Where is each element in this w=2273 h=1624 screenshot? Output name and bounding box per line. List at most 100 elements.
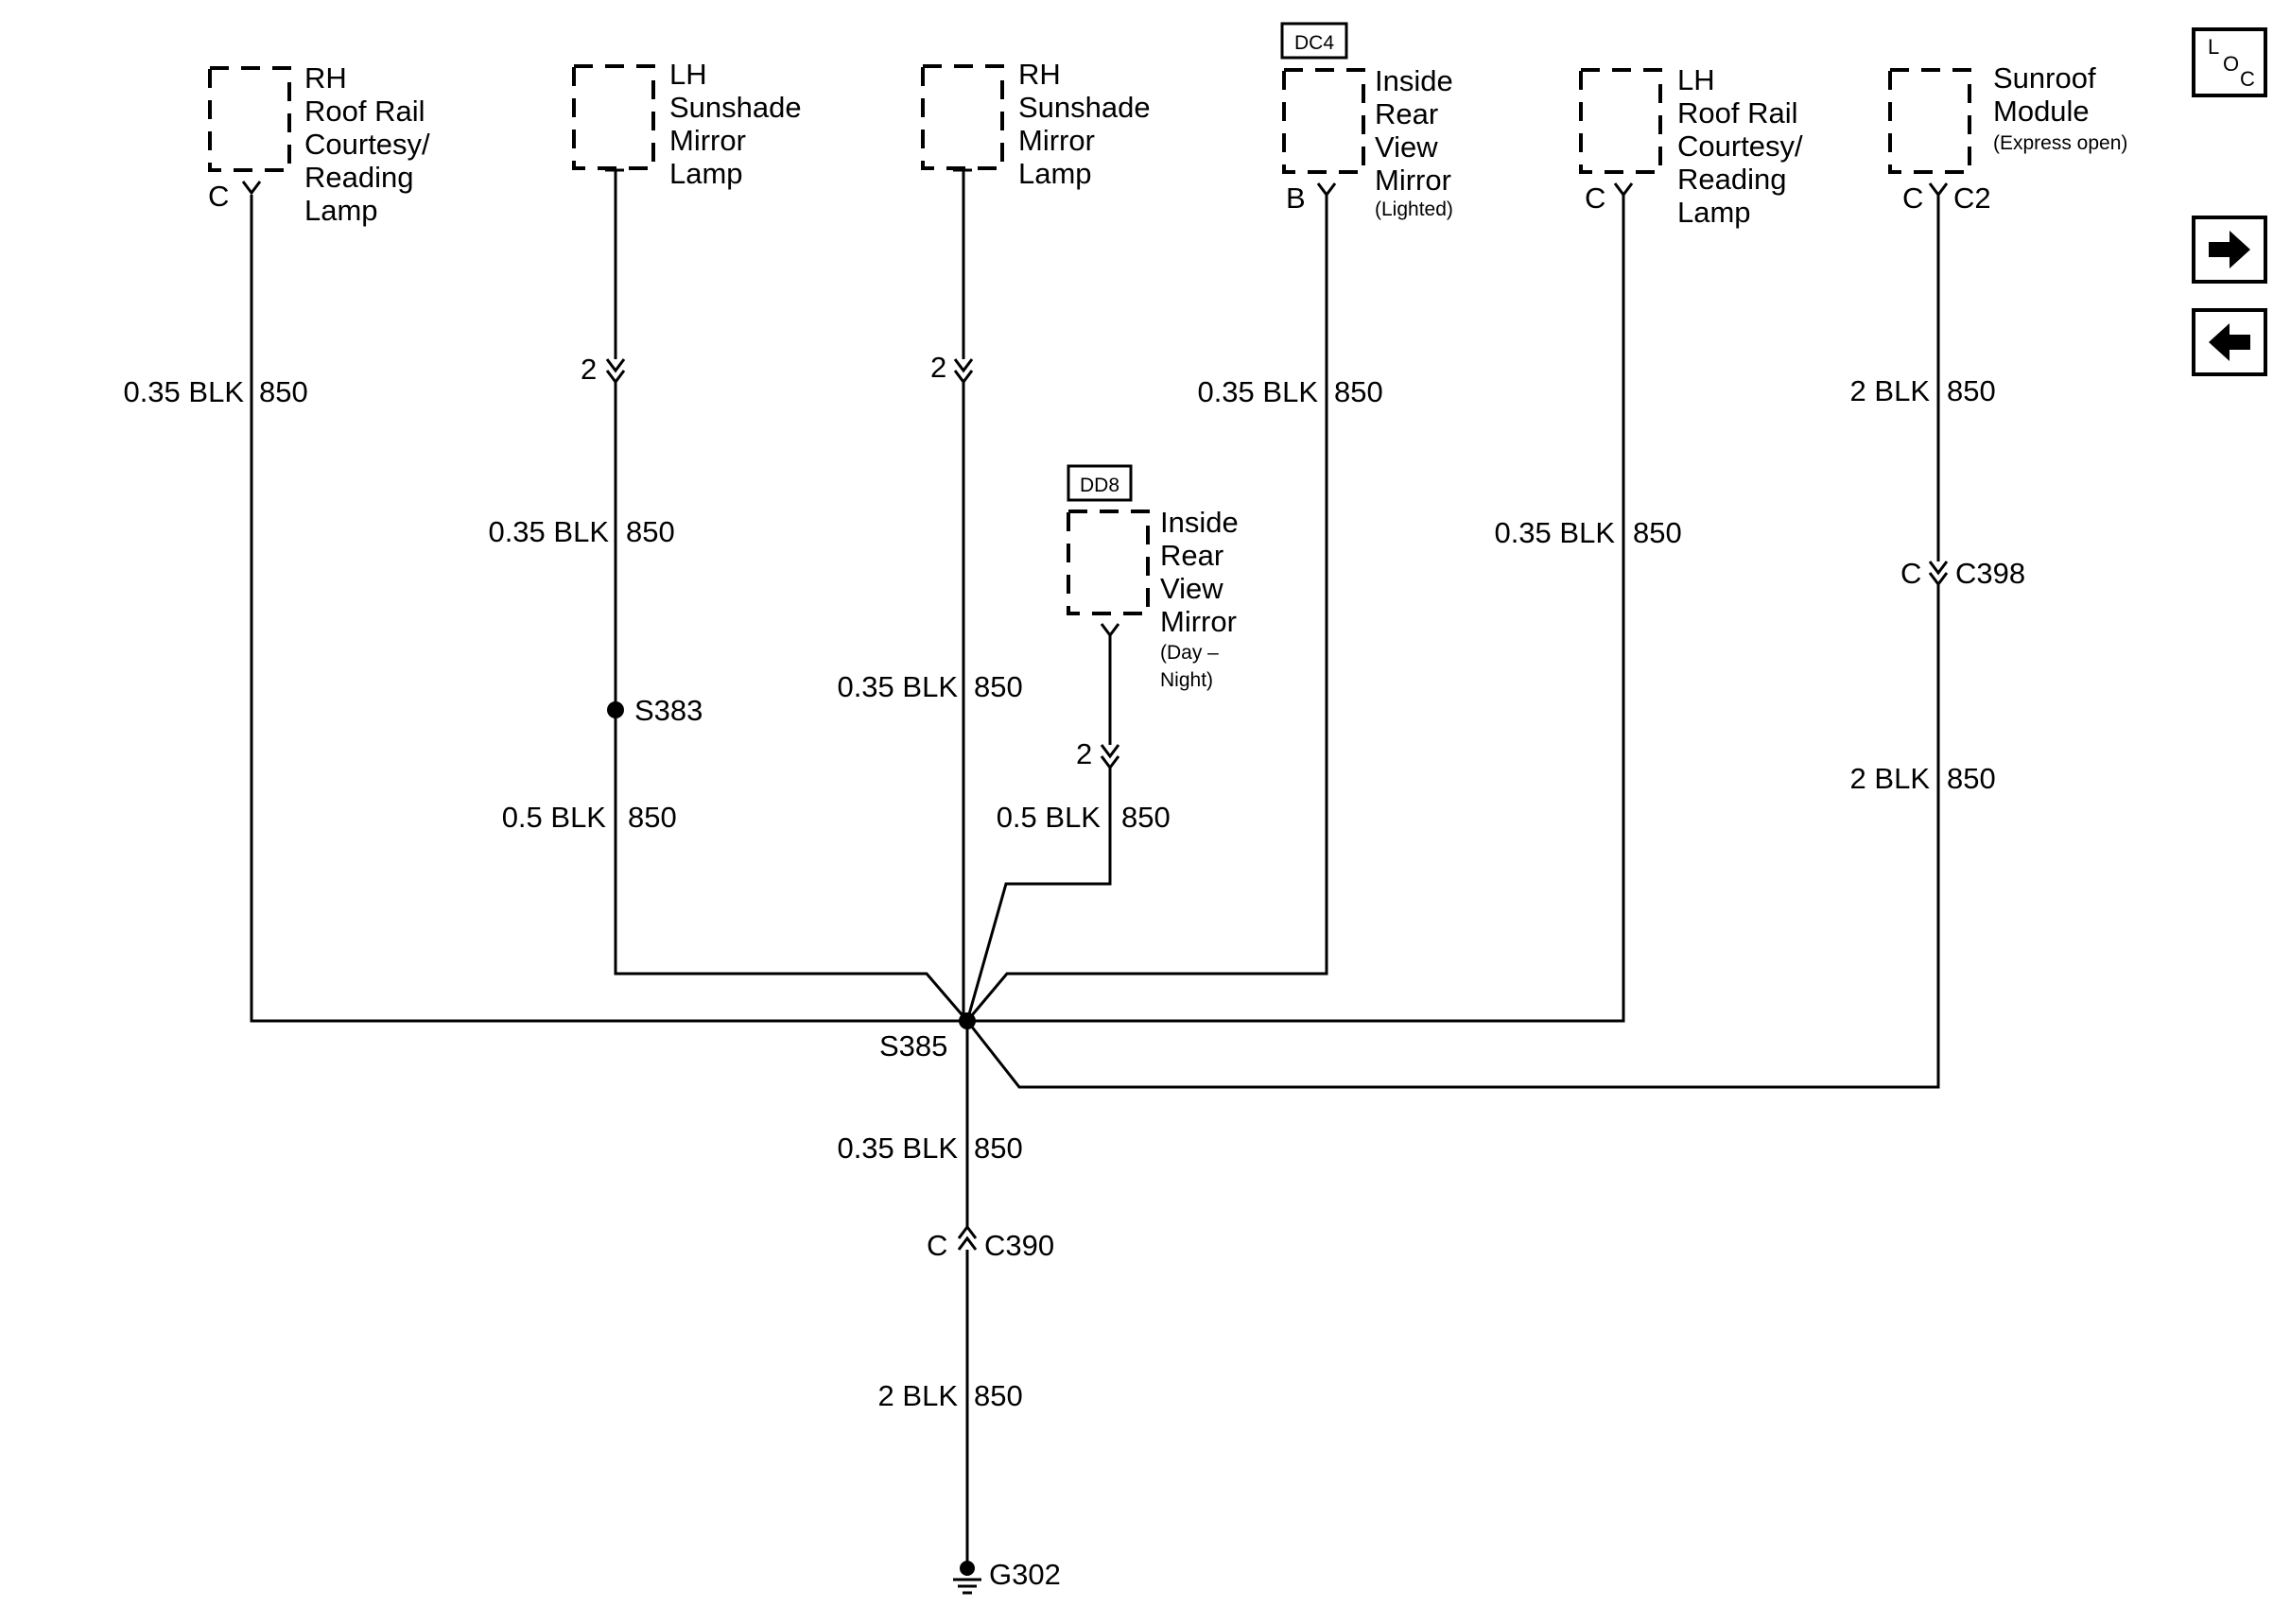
rh-roof-rail-pin[interactable]: C	[208, 180, 262, 213]
svg-text:C: C	[1902, 181, 1923, 215]
wire-label-w1: 0.35 BLK 850	[123, 375, 307, 408]
svg-text:Reading: Reading	[1677, 163, 1786, 196]
svg-text:C2: C2	[1953, 181, 1991, 215]
svg-text:C: C	[1900, 557, 1921, 590]
svg-text:RH: RH	[304, 61, 347, 95]
wire-label-w9: 2 BLK 850	[1850, 762, 1996, 795]
svg-text:Lamp: Lamp	[1018, 157, 1092, 190]
svg-text:Reading: Reading	[304, 161, 413, 194]
wire-label-w8: 2 BLK 850	[1850, 374, 1996, 407]
svg-text:0.35 BLK: 0.35 BLK	[837, 1132, 958, 1165]
lh-roof-rail-lamp-box[interactable]	[1579, 68, 1662, 174]
svg-text:C: C	[208, 180, 229, 213]
svg-text:2: 2	[930, 351, 946, 384]
location-letter-l: L	[2208, 35, 2220, 59]
svg-text:(Day –: (Day –	[1160, 642, 1219, 664]
splice-s385[interactable]: S385	[879, 1012, 976, 1063]
svg-text:Courtesy/: Courtesy/	[304, 128, 430, 161]
svg-text:Courtesy/: Courtesy/	[1677, 130, 1803, 163]
location-button[interactable]: L O C	[2192, 27, 2267, 97]
svg-text:850: 850	[628, 801, 677, 834]
rh-sunshade-lamp-label: RH Sunshade Mirror Lamp	[1018, 58, 1151, 190]
svg-text:C398: C398	[1955, 557, 2025, 590]
svg-text:Rear: Rear	[1375, 97, 1438, 130]
svg-text:LH: LH	[1677, 63, 1715, 96]
lh-sunshade-lamp-label: LH Sunshade Mirror Lamp	[669, 58, 802, 190]
svg-text:Mirror: Mirror	[1018, 124, 1095, 157]
dc4-mirror-label: Inside Rear View Mirror (Lighted)	[1375, 64, 1453, 220]
svg-text:LH: LH	[669, 58, 707, 91]
svg-text:0.35 BLK: 0.35 BLK	[1197, 375, 1318, 408]
dc4-mirror-box[interactable]	[1282, 68, 1365, 174]
lh-sunshade-connector[interactable]: 2	[581, 353, 626, 386]
svg-text:C: C	[1585, 181, 1605, 215]
svg-text:0.35 BLK: 0.35 BLK	[123, 375, 244, 408]
c398-connector[interactable]: C C398	[1900, 557, 2025, 590]
prev-page-button[interactable]	[2192, 308, 2267, 376]
wire-label-w10: 0.35 BLK 850	[837, 1132, 1022, 1165]
svg-text:C390: C390	[984, 1229, 1054, 1262]
svg-text:Mirror: Mirror	[1160, 605, 1237, 638]
svg-text:850: 850	[1633, 516, 1682, 549]
svg-text:850: 850	[1334, 375, 1383, 408]
wire-label-w4: 0.35 BLK 850	[837, 670, 1022, 703]
wire-label-w11: 2 BLK 850	[878, 1379, 1023, 1412]
splice-s383[interactable]: S383	[607, 694, 703, 727]
svg-text:0.5 BLK: 0.5 BLK	[997, 801, 1102, 834]
svg-text:S383: S383	[634, 694, 703, 727]
svg-text:Lamp: Lamp	[304, 194, 378, 227]
svg-text:C: C	[927, 1229, 947, 1262]
location-letter-o: O	[2223, 52, 2240, 76]
svg-text:View: View	[1375, 130, 1438, 164]
svg-text:850: 850	[259, 375, 308, 408]
ground-g302[interactable]: G302	[953, 1558, 1061, 1595]
svg-text:Sunroof: Sunroof	[1993, 61, 2096, 95]
c390-connector[interactable]: C C390	[927, 1224, 1054, 1262]
svg-text:(Express open): (Express open)	[1993, 132, 2127, 154]
svg-text:Inside: Inside	[1160, 506, 1239, 539]
svg-text:Mirror: Mirror	[1375, 164, 1451, 197]
svg-text:Rear: Rear	[1160, 539, 1223, 572]
svg-text:DC4: DC4	[1294, 32, 1334, 54]
rh-roof-rail-lamp-box[interactable]	[208, 66, 291, 172]
svg-text:Lamp: Lamp	[1677, 196, 1751, 229]
svg-text:Inside: Inside	[1375, 64, 1453, 97]
svg-text:0.35 BLK: 0.35 BLK	[1494, 516, 1615, 549]
wire-label-w7: 0.35 BLK 850	[1494, 516, 1681, 549]
rh-sunshade-lamp-box[interactable]	[921, 64, 1004, 170]
svg-text:Lamp: Lamp	[669, 157, 743, 190]
svg-text:850: 850	[1121, 801, 1171, 834]
wire-label-w2: 0.35 BLK 850	[488, 515, 674, 548]
svg-text:850: 850	[974, 1132, 1023, 1165]
wire-label-w5: 0.5 BLK 850	[997, 801, 1171, 834]
lh-sunshade-lamp-box[interactable]	[572, 64, 655, 170]
lh-roof-rail-lamp-label: LH Roof Rail Courtesy/ Reading Lamp	[1677, 63, 1803, 229]
svg-text:Sunshade: Sunshade	[1018, 91, 1151, 124]
svg-text:Module: Module	[1993, 95, 2090, 128]
sunroof-module-pin[interactable]: C C2	[1902, 181, 1991, 215]
svg-text:Roof Rail: Roof Rail	[304, 95, 425, 128]
rh-sunshade-connector[interactable]: 2	[930, 351, 974, 385]
svg-text:2 BLK: 2 BLK	[1850, 374, 1931, 407]
svg-text:2: 2	[1076, 737, 1092, 770]
svg-text:Roof Rail: Roof Rail	[1677, 96, 1798, 130]
sunroof-module-label: Sunroof Module (Express open)	[1993, 61, 2127, 154]
svg-text:G302: G302	[989, 1558, 1061, 1591]
dd8-connector[interactable]: 2	[1076, 737, 1120, 770]
svg-text:850: 850	[1947, 374, 1996, 407]
svg-text:2 BLK: 2 BLK	[1850, 762, 1931, 795]
svg-text:Night): Night)	[1160, 669, 1213, 691]
svg-text:Mirror: Mirror	[669, 124, 746, 157]
location-letter-c: C	[2240, 67, 2255, 91]
dd8-tag: DD8	[1067, 464, 1133, 502]
sunroof-module-box[interactable]	[1888, 68, 1971, 174]
svg-text:RH: RH	[1018, 58, 1061, 91]
svg-text:2: 2	[581, 353, 597, 386]
dd8-mirror-box[interactable]	[1067, 510, 1150, 615]
dd8-mirror-label: Inside Rear View Mirror (Day – Night)	[1160, 506, 1239, 691]
dd8-mirror-pin[interactable]	[1100, 623, 1120, 638]
next-page-button[interactable]	[2192, 216, 2267, 284]
svg-text:0.5 BLK: 0.5 BLK	[502, 801, 607, 834]
dc4-tag: DC4	[1280, 22, 1348, 60]
